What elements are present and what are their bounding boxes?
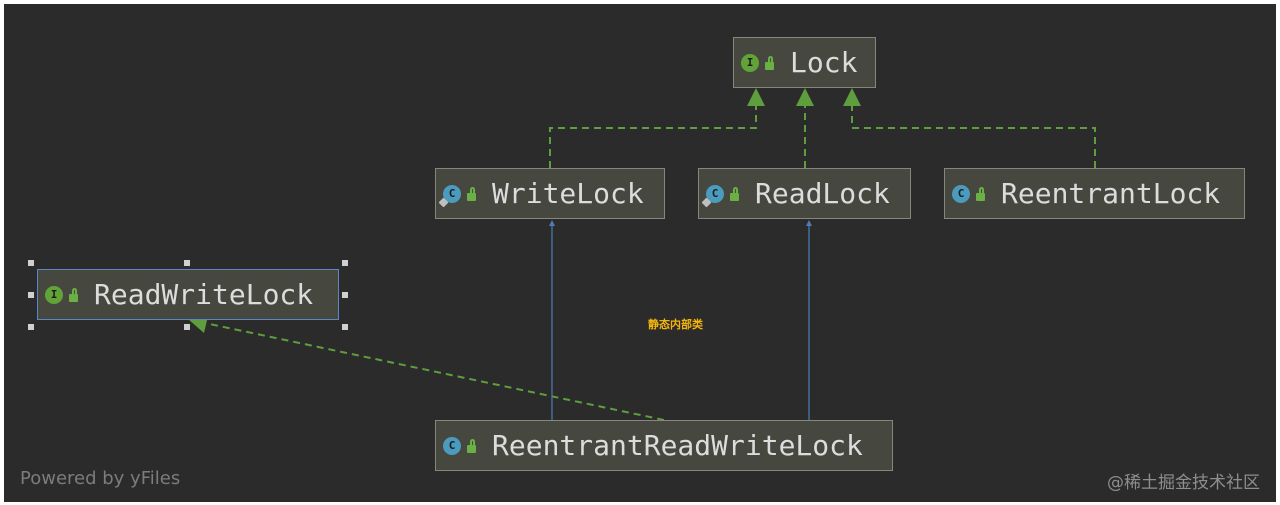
open-lock-icon	[976, 186, 985, 201]
selection-handle[interactable]	[184, 324, 190, 330]
node-label: ReentrantLock	[1001, 177, 1221, 210]
selection-handle[interactable]	[342, 324, 348, 330]
static-pin-icon	[701, 197, 712, 207]
node-label: ReadLock	[755, 177, 890, 210]
node-label: Lock	[790, 46, 858, 79]
powered-by-footer: Powered by yFiles	[20, 468, 181, 489]
node-reentrantreadwritelock[interactable]: C ReentrantReadWriteLock	[435, 420, 893, 471]
diagram-canvas: I Lock C WriteLock C ReadLock C Reentran…	[4, 4, 1276, 502]
interface-badge-icon: I	[741, 53, 759, 72]
node-readwritelock[interactable]: I ReadWriteLock	[37, 269, 339, 320]
arrowhead-lock-right	[843, 88, 861, 106]
open-lock-icon	[467, 438, 476, 453]
edges-layer	[188, 88, 1096, 421]
arrowhead-lock-middle	[796, 88, 814, 106]
node-reentrantlock[interactable]: C ReentrantLock	[944, 168, 1245, 219]
class-badge-icon: C	[952, 184, 970, 203]
edge-writelock-implements-lock	[549, 104, 757, 168]
open-lock-icon	[467, 186, 476, 201]
class-badge-icon: C	[438, 184, 461, 207]
open-lock-icon	[765, 55, 774, 70]
static-pin-icon	[438, 197, 449, 207]
node-readlock[interactable]: C ReadLock	[698, 168, 911, 219]
class-badge-icon: C	[443, 436, 461, 455]
selection-handle[interactable]	[184, 260, 190, 266]
selection-handle[interactable]	[342, 260, 348, 266]
node-label: ReentrantReadWriteLock	[492, 429, 863, 462]
edge-reentrantlock-implements-lock	[851, 104, 1096, 168]
arrowhead-readlock-inner	[806, 220, 812, 226]
arrowhead-readwritelock	[188, 316, 208, 333]
node-writelock[interactable]: C WriteLock	[435, 168, 665, 219]
selection-handle[interactable]	[28, 260, 34, 266]
selection-handle[interactable]	[28, 292, 34, 298]
arrowhead-lock-left	[747, 88, 765, 106]
open-lock-icon	[69, 287, 78, 302]
node-lock[interactable]: I Lock	[733, 37, 876, 88]
node-label: WriteLock	[492, 177, 644, 210]
interface-badge-icon: I	[45, 285, 63, 304]
inner-class-note: 静态内部类	[648, 318, 703, 331]
selection-handle[interactable]	[342, 292, 348, 298]
node-label: ReadWriteLock	[94, 278, 314, 311]
open-lock-icon	[730, 186, 739, 201]
watermark: @稀土掘金技术社区	[1107, 473, 1260, 493]
edge-rrwl-implements-readwritelock	[199, 321, 665, 421]
arrowhead-writelock-inner	[549, 220, 555, 226]
class-badge-icon: C	[701, 184, 724, 207]
selection-handle[interactable]	[28, 324, 34, 330]
